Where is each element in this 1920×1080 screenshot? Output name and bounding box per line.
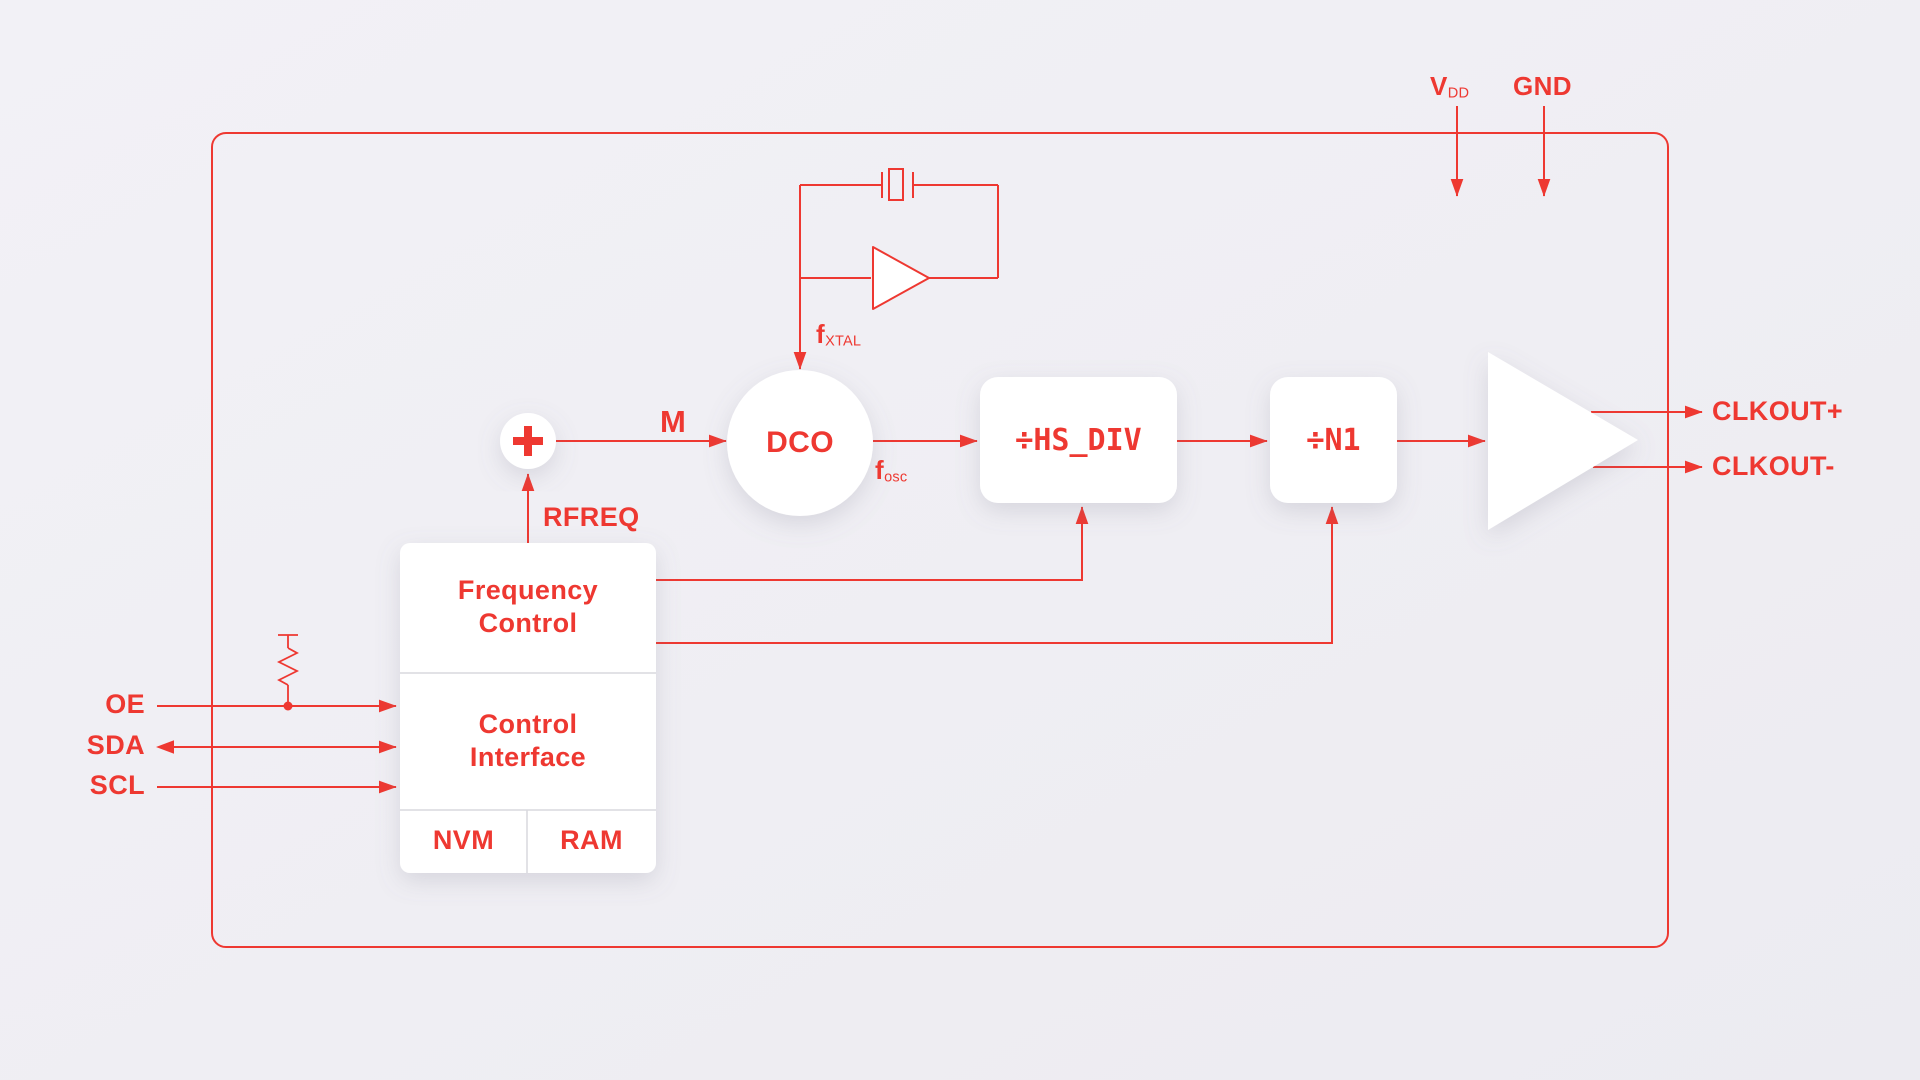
sda-pin-label: SDA — [86, 730, 145, 760]
crystal-icon — [881, 168, 914, 201]
vdd-pin-label: VDD — [1430, 71, 1470, 102]
hsdiv-label: ÷HS_DIV — [1015, 423, 1142, 458]
control-interface-label: Control Interface — [469, 709, 587, 772]
fc-to-n1-arrow — [656, 506, 1339, 644]
n1-block — [1270, 377, 1397, 503]
plus-icon — [513, 426, 543, 456]
n1-label: ÷N1 — [1306, 423, 1361, 458]
dco-block — [727, 370, 873, 516]
frequency-control-label: Frequency Control — [457, 575, 599, 638]
hsdiv-block — [980, 377, 1177, 503]
resistor-icon — [276, 634, 300, 706]
control-stack — [400, 543, 656, 873]
rfreq-label: RFREQ — [543, 502, 640, 532]
chip-boundary — [211, 132, 1669, 948]
scl-pin-label: SCL — [89, 770, 145, 800]
junction-dot — [283, 701, 293, 711]
sda-left-arrowhead — [156, 740, 174, 754]
nvm-label: NVM — [432, 825, 495, 855]
gnd-pin-label: GND — [1513, 71, 1572, 101]
m-label: M — [660, 404, 687, 439]
ram-label: RAM — [560, 825, 623, 855]
oe-pin-label: OE — [105, 689, 145, 719]
output-buffer-triangle-icon — [1488, 352, 1638, 530]
fosc-label: fosc — [875, 455, 908, 486]
clkout-plus-label: CLKOUT+ — [1712, 396, 1844, 426]
crystal-loop — [793, 184, 999, 370]
fc-to-hsdiv-arrow — [656, 506, 1089, 581]
xtal-amp-triangle-icon — [872, 246, 930, 310]
clkout-minus-label: CLKOUT- — [1712, 451, 1835, 481]
dco-label: DCO — [766, 426, 834, 459]
fxtal-label: fXTAL — [816, 319, 862, 350]
